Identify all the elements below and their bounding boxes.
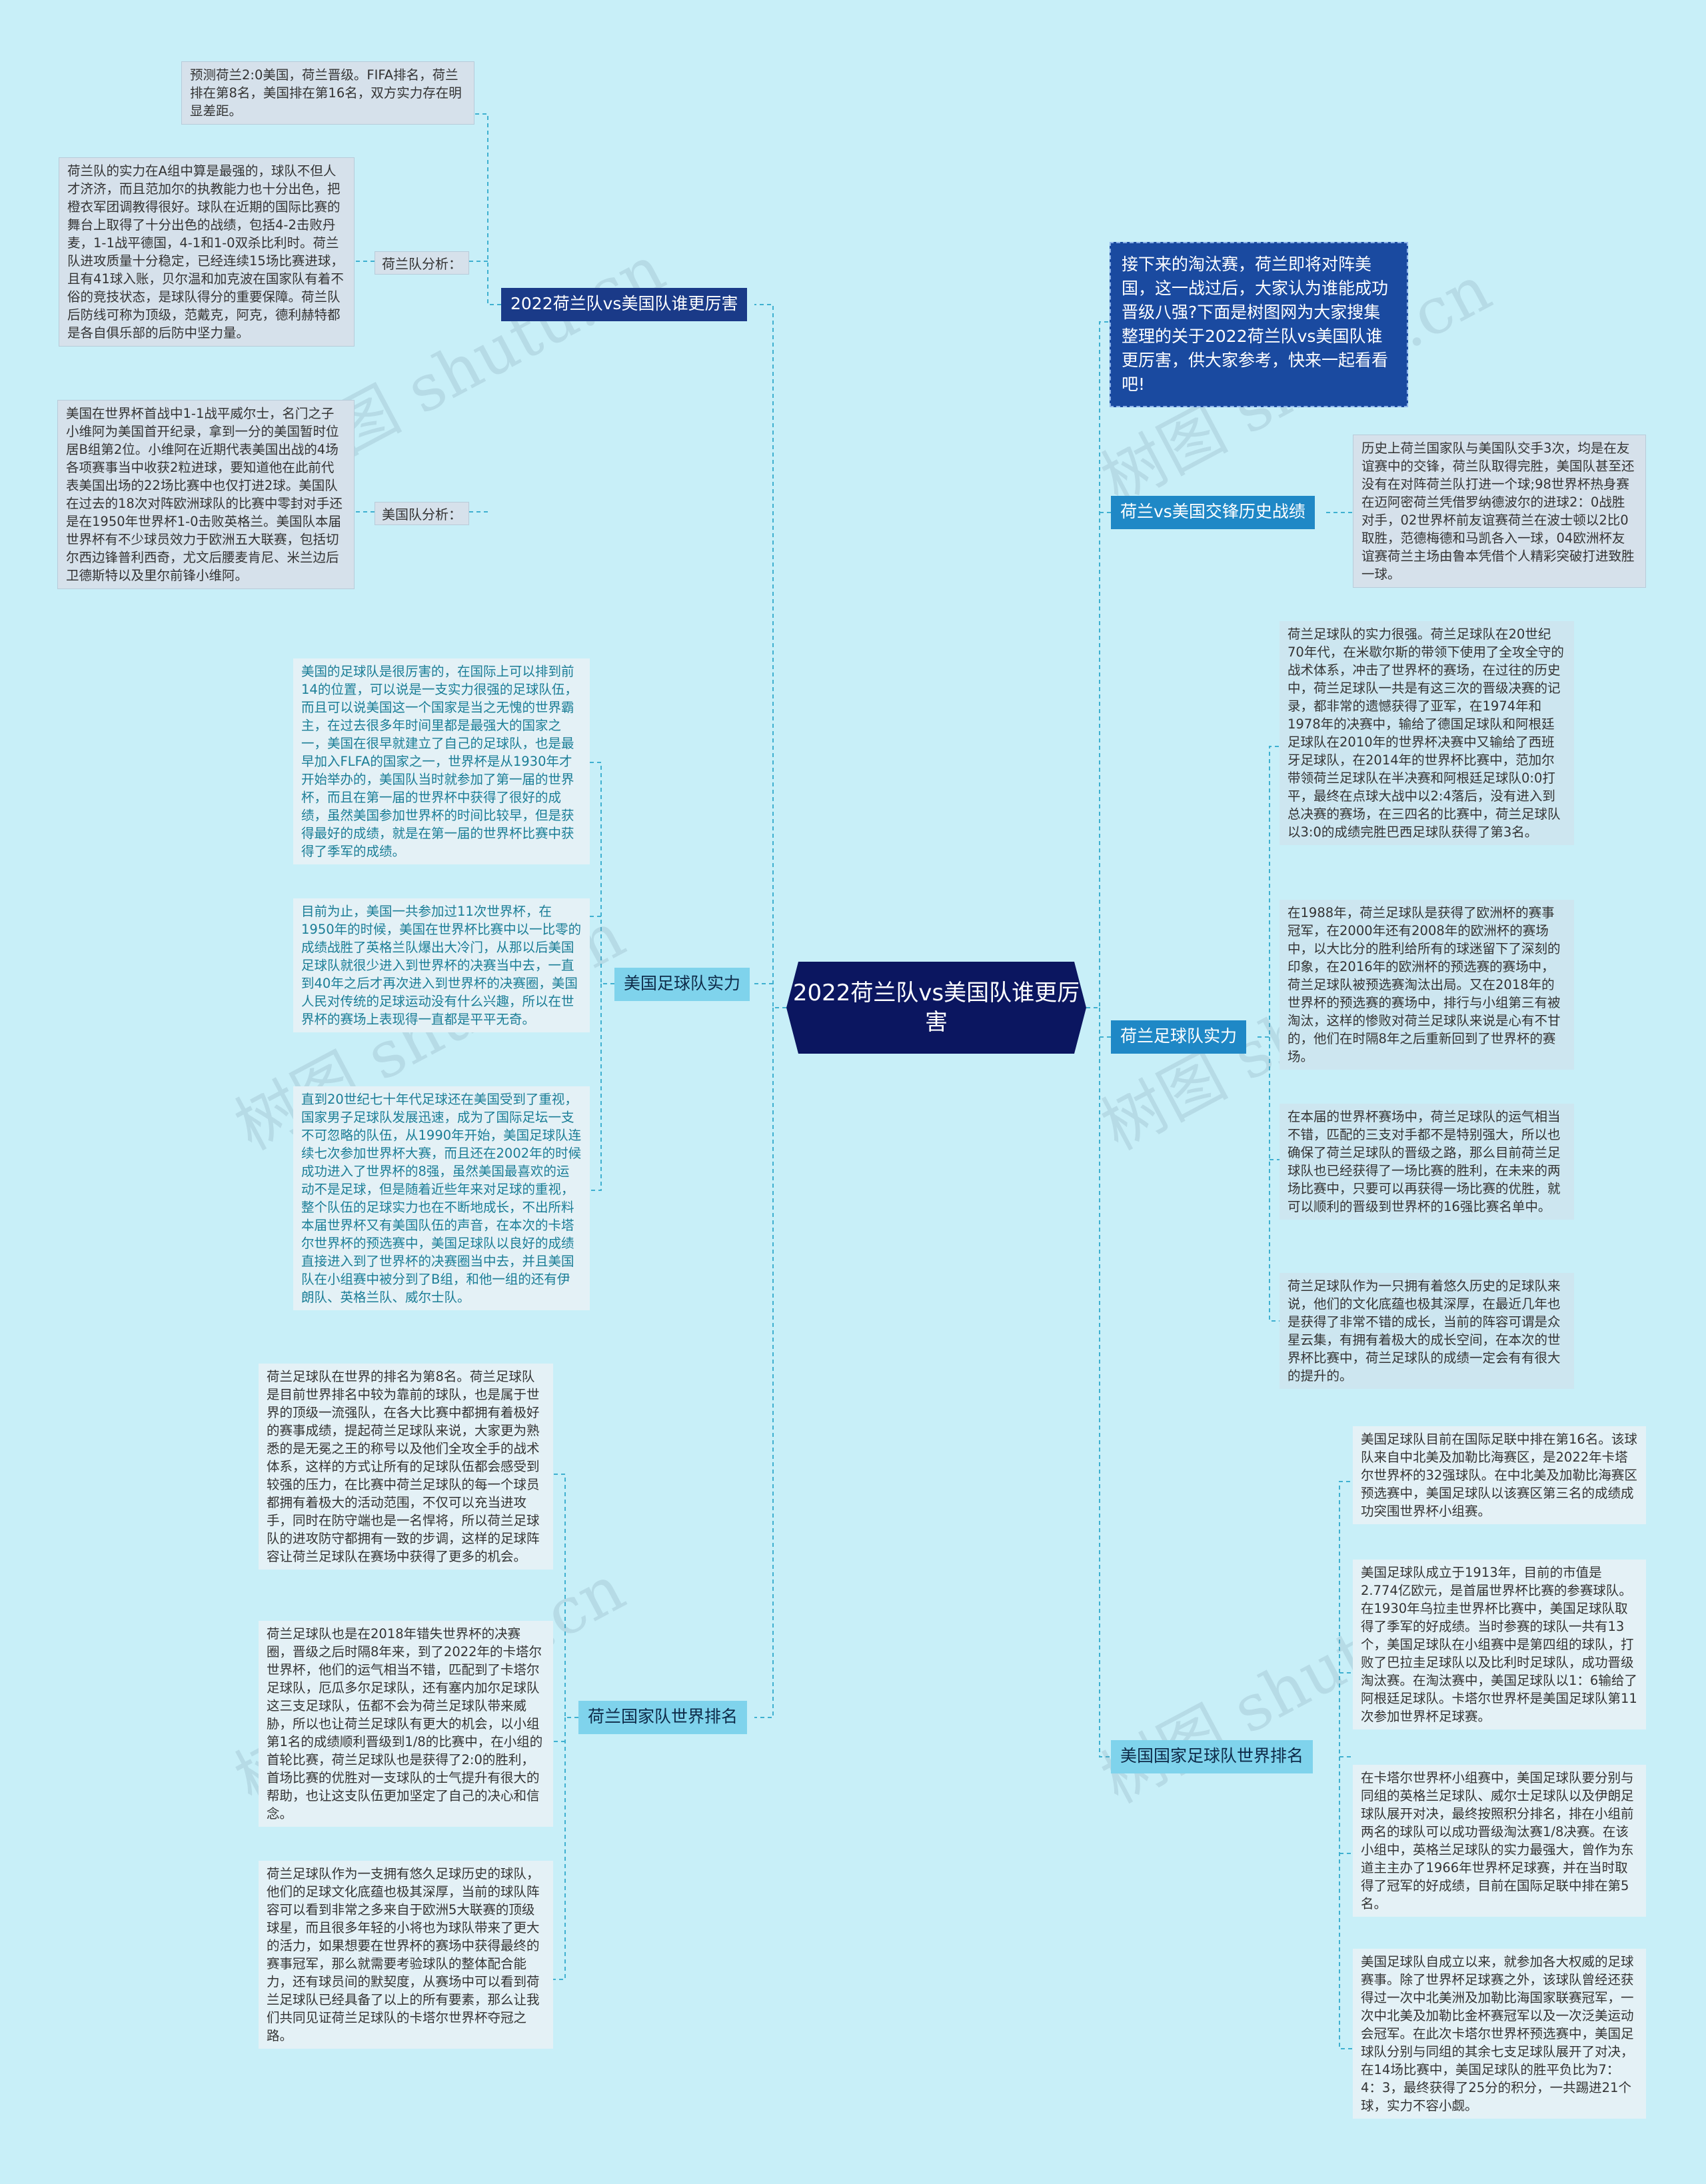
branch-comparison[interactable]: 2022荷兰队vs美国队谁更厉害: [501, 288, 748, 321]
branch-netherlands-ranking[interactable]: 荷兰国家队世界排名: [578, 1701, 748, 1734]
branch-head-to-head[interactable]: 荷兰vs美国交锋历史战绩: [1111, 496, 1315, 529]
note-netherlands-strength-4: 荷兰足球队作为一只拥有着悠久历史的足球队来说，他们的文化底蕴也极其深厚，在最近几…: [1280, 1273, 1574, 1389]
branch-netherlands-strength[interactable]: 荷兰足球队实力: [1111, 1020, 1247, 1054]
note-netherlands-strength-1: 荷兰足球队的实力很强。荷兰足球队在20世纪70年代，在米歇尔斯的带领下使用了全攻…: [1280, 621, 1574, 845]
central-topic-text: 2022荷兰队vs美国队谁更厉害: [792, 980, 1080, 1036]
note-usa-ranking-3: 在卡塔尔世界杯小组赛中，美国足球队要分别与同组的英格兰足球队、威尔士足球队以及伊…: [1353, 1765, 1646, 1917]
label-usa-analysis[interactable]: 美国队分析：: [375, 502, 469, 525]
note-usa-strength-2: 目前为止，美国一共参加过11次世界杯，在1950年的时候，美国在世界杯比赛中以一…: [293, 898, 590, 1032]
note-netherlands-ranking-3: 荷兰足球队作为一支拥有悠久足球历史的球队，他们的足球文化底蕴也极其深厚，当前的球…: [259, 1861, 553, 2049]
note-prediction: 预测荷兰2:0美国，荷兰晋级。FIFA排名，荷兰排在第8名，美国排在第16名，双…: [181, 61, 474, 125]
note-netherlands-ranking-1: 荷兰足球队在世界的排名为第8名。荷兰足球队是目前世界排名中较为靠前的球队，也是属…: [259, 1364, 553, 1570]
note-netherlands-strength-3: 在本届的世界杯赛场中，荷兰足球队的运气相当不错，匹配的三支对手都不是特别强大，所…: [1280, 1104, 1574, 1220]
note-usa-strength-1: 美国的足球队是很厉害的，在国际上可以排到前14的位置，可以说是一支实力很强的足球…: [293, 658, 590, 864]
note-usa-strength-3: 直到20世纪七十年代足球还在美国受到了重视，国家男子足球队发展迅速，成为了国际足…: [293, 1086, 590, 1310]
branch-usa-ranking[interactable]: 美国国家足球队世界排名: [1111, 1740, 1313, 1773]
note-usa-ranking-1: 美国足球队目前在国际足联中排在第16名。该球队来自中北美及加勒比海赛区，是202…: [1353, 1426, 1646, 1524]
label-netherlands-analysis[interactable]: 荷兰队分析：: [375, 251, 469, 275]
branch-usa-strength[interactable]: 美国足球队实力: [614, 968, 750, 1001]
central-topic[interactable]: 2022荷兰队vs美国队谁更厉害: [786, 962, 1086, 1054]
note-netherlands-ranking-2: 荷兰足球队也是在2018年错失世界杯的决赛圈，晋级之后时隔8年来，到了2022年…: [259, 1621, 553, 1827]
intro-node[interactable]: 接下来的淘汰赛，荷兰即将对阵美国，这一战过后，大家认为谁能成功晋级八强?下面是树…: [1110, 242, 1408, 407]
note-head-to-head: 历史上荷兰国家队与美国队交手3次，均是在友谊赛中的交锋，荷兰队取得完胜，美国队甚…: [1353, 435, 1646, 588]
note-netherlands-analysis: 荷兰队的实力在A组中算是最强的，球队不但人才济济，而且范加尔的执教能力也十分出色…: [59, 157, 355, 347]
note-usa-ranking-4: 美国足球队自成立以来，就参加各大权威的足球赛事。除了世界杯足球赛之外，该球队曾经…: [1353, 1949, 1646, 2119]
note-usa-ranking-2: 美国足球队成立于1913年，目前的市值是2.774亿欧元，是首届世界杯比赛的参赛…: [1353, 1560, 1646, 1729]
note-netherlands-strength-2: 在1988年，荷兰足球队是获得了欧洲杯的赛事冠军，在2000年还有2008年的欧…: [1280, 900, 1574, 1070]
note-usa-analysis: 美国在世界杯首战中1-1战平威尔士，名门之子小维阿为美国首开纪录，拿到一分的美国…: [57, 400, 355, 589]
